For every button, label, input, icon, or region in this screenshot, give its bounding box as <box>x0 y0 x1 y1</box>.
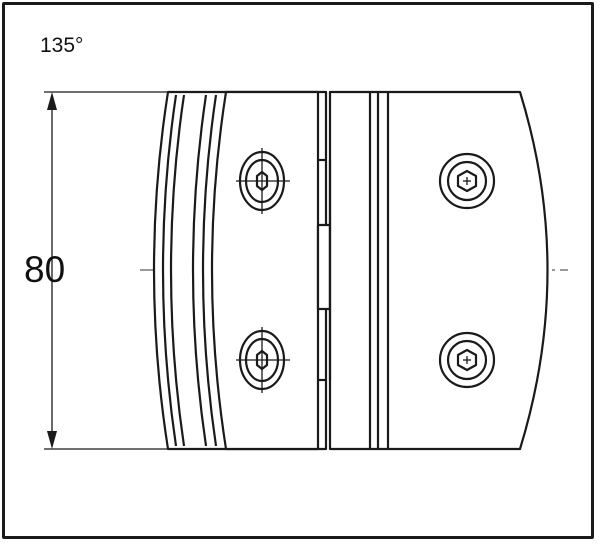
left-screw-bottom <box>236 327 290 393</box>
right-hinge-plate <box>328 90 549 451</box>
dimension-arrow-bottom <box>47 431 57 449</box>
right-plate-outline <box>328 90 549 451</box>
left-plate-arc-2 <box>169 94 186 447</box>
left-plate-arc-4 <box>201 94 218 447</box>
left-plate-arc-3 <box>191 94 208 447</box>
right-screw-top <box>438 152 496 210</box>
left-clamp-face <box>210 90 320 451</box>
hinge-knuckle <box>316 223 332 311</box>
left-plate-arc-1 <box>161 94 178 447</box>
left-screw-top <box>236 148 290 214</box>
dimension-arrow-top <box>47 92 57 110</box>
height-dimension <box>44 91 172 450</box>
height-dimension-value: 80 <box>24 249 66 290</box>
left-hinge-plate <box>152 90 328 451</box>
knuckle-pin <box>316 223 332 311</box>
right-screw-bottom <box>438 331 496 389</box>
angle-label: 135° <box>40 34 84 57</box>
